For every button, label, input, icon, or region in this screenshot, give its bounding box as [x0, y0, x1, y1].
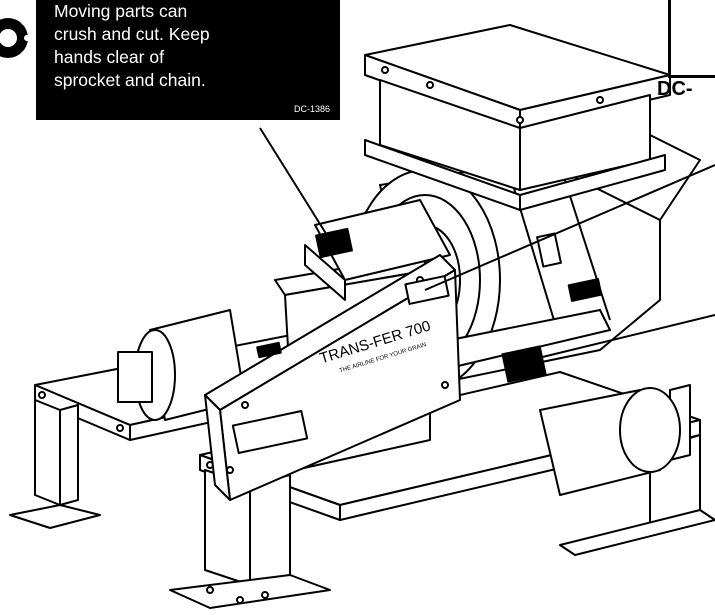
warning-line: crush and cut. Keep — [54, 24, 210, 44]
warning-icon-panel — [0, 0, 38, 120]
outlet-pipe — [539, 387, 681, 496]
warning-line: Moving parts can — [54, 1, 188, 21]
cutoff-decal-code: DC- — [657, 78, 693, 100]
warning-line: hands clear of — [54, 47, 164, 67]
warning-message: Moving parts can crush and cut. Keep han… — [54, 0, 314, 92]
cutoff-decal-frame — [668, 0, 715, 78]
warning-decal: Moving parts can crush and cut. Keep han… — [0, 0, 340, 120]
warning-text-panel: Moving parts can crush and cut. Keep han… — [38, 0, 340, 120]
warning-decal-code: DC-1386 — [293, 104, 330, 114]
leader-lines — [259, 127, 715, 363]
warning-line: sprocket and chain. — [54, 70, 206, 90]
sprocket-icon — [0, 18, 30, 58]
top-hopper — [364, 24, 671, 211]
